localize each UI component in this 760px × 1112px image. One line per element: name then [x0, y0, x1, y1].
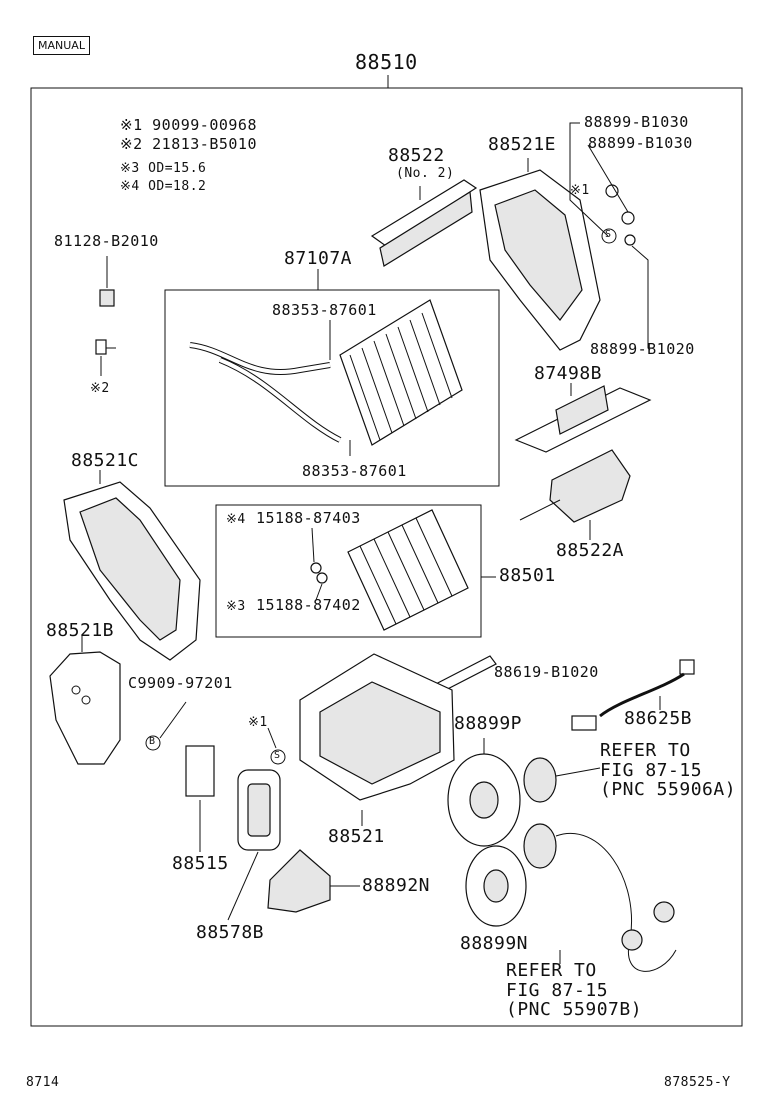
assembly-frame	[30, 87, 743, 1027]
box-87107A	[164, 289, 500, 487]
note-x3-mark: ※3	[120, 161, 140, 176]
label-88515: 88515	[172, 853, 229, 874]
note-x2: ※2 21813-B5010	[120, 137, 257, 152]
note-x4-mark: ※4	[120, 179, 140, 194]
note-x3: ※3 OD=15.6	[120, 162, 206, 175]
mark-x4: ※4	[226, 512, 246, 527]
label-88521C: 88521C	[71, 450, 140, 471]
s-marker-mid	[270, 749, 286, 765]
case-88521-part	[299, 653, 455, 826]
label-88521B: 88521B	[46, 620, 115, 641]
refer-b-line1: REFER TO	[506, 960, 597, 981]
footer-page-number: 8714	[26, 1075, 60, 1090]
blower-scroll-88899N-part	[465, 845, 527, 927]
label-88899N: 88899N	[460, 933, 529, 954]
note-x2-mark: ※2	[120, 135, 143, 153]
label-88578B: 88578B	[196, 922, 265, 943]
refer-b-line2: FIG 87-15	[506, 980, 609, 1001]
refer-a-line3: (PNC 55906A)	[600, 779, 737, 800]
case-88521E-part	[479, 158, 601, 351]
refer-a-line2: FIG 87-15	[600, 760, 703, 781]
note-x3-text: OD=15.6	[148, 161, 207, 176]
b-marker	[145, 735, 161, 751]
note-x1: ※1 90099-00968	[120, 118, 257, 133]
door-88522A-part	[519, 449, 631, 540]
label-88522: 88522	[388, 145, 445, 166]
box-88501	[215, 504, 482, 638]
door-88522-part	[370, 179, 478, 267]
clips-88899-part	[569, 122, 651, 351]
label-15188-402: 15188-87402	[256, 596, 361, 614]
footer-figure-code: 878525-Y	[664, 1075, 731, 1090]
mark-x3: ※3	[226, 599, 246, 614]
label-88899-b1030-b: 88899-B1030	[588, 134, 693, 152]
manual-badge: MANUAL	[33, 36, 90, 55]
case-88521C-part	[63, 470, 201, 661]
s-marker-top	[601, 228, 617, 244]
label-88353-top: 88353-87601	[272, 301, 377, 319]
label-88625B: 88625B	[624, 708, 693, 729]
label-88521E: 88521E	[488, 134, 557, 155]
note-x4-text: OD=18.2	[148, 179, 207, 194]
leader-x1-mid	[267, 727, 277, 749]
clip-81128-part	[99, 256, 115, 307]
s-label-top: S	[605, 229, 612, 240]
label-88522A: 88522A	[556, 540, 625, 561]
label-88521: 88521	[328, 826, 385, 847]
label-88353-bottom: 88353-87601	[302, 462, 407, 480]
mark-x1-top: ※1	[570, 183, 590, 198]
label-88899-b1020: 88899-B1020	[590, 340, 695, 358]
mark-x1-mid: ※1	[248, 715, 268, 730]
label-87107A: 87107A	[284, 248, 353, 269]
blower-scroll-88899P-part	[447, 738, 521, 847]
label-88899-b1030-a: 88899-B1030	[584, 113, 689, 131]
part-88515-part	[159, 701, 215, 852]
label-88892N: 88892N	[362, 875, 431, 896]
heater-core-87107A-part	[189, 299, 463, 456]
label-88899P: 88899P	[454, 713, 523, 734]
gasket-88578B-part	[227, 769, 281, 921]
evaporator-88501-part	[310, 509, 469, 631]
screw-x2-part	[95, 339, 116, 376]
mark-x2-side: ※2	[90, 381, 110, 396]
refer-b-line3: (PNC 55907B)	[506, 999, 643, 1020]
b-label: B	[149, 736, 156, 747]
note-x1-mark: ※1	[120, 116, 143, 134]
gasket-88521B-part	[49, 636, 121, 765]
label-15188-403: 15188-87403	[256, 509, 361, 527]
label-88619: 88619-B1020	[494, 663, 599, 681]
label-88501: 88501	[499, 565, 556, 586]
label-C9909: C9909-97201	[128, 674, 233, 692]
motor-refer-b-part	[523, 823, 677, 972]
label-87498B: 87498B	[534, 363, 603, 384]
label-81128: 81128-B2010	[54, 232, 159, 250]
motor-refer-a-part	[523, 757, 601, 803]
note-x1-text: 90099-00968	[152, 116, 257, 134]
actuator-88892N-part	[267, 849, 360, 913]
title-part-88510: 88510	[355, 50, 418, 74]
refer-a-line1: REFER TO	[600, 740, 691, 761]
harness-88625B-part	[571, 659, 695, 731]
label-88522-sub: (No. 2)	[396, 166, 455, 181]
note-x4: ※4 OD=18.2	[120, 180, 206, 193]
note-x2-text: 21813-B5010	[152, 135, 257, 153]
s-label-mid: S	[274, 750, 281, 761]
duct-87498B-part	[514, 383, 652, 453]
